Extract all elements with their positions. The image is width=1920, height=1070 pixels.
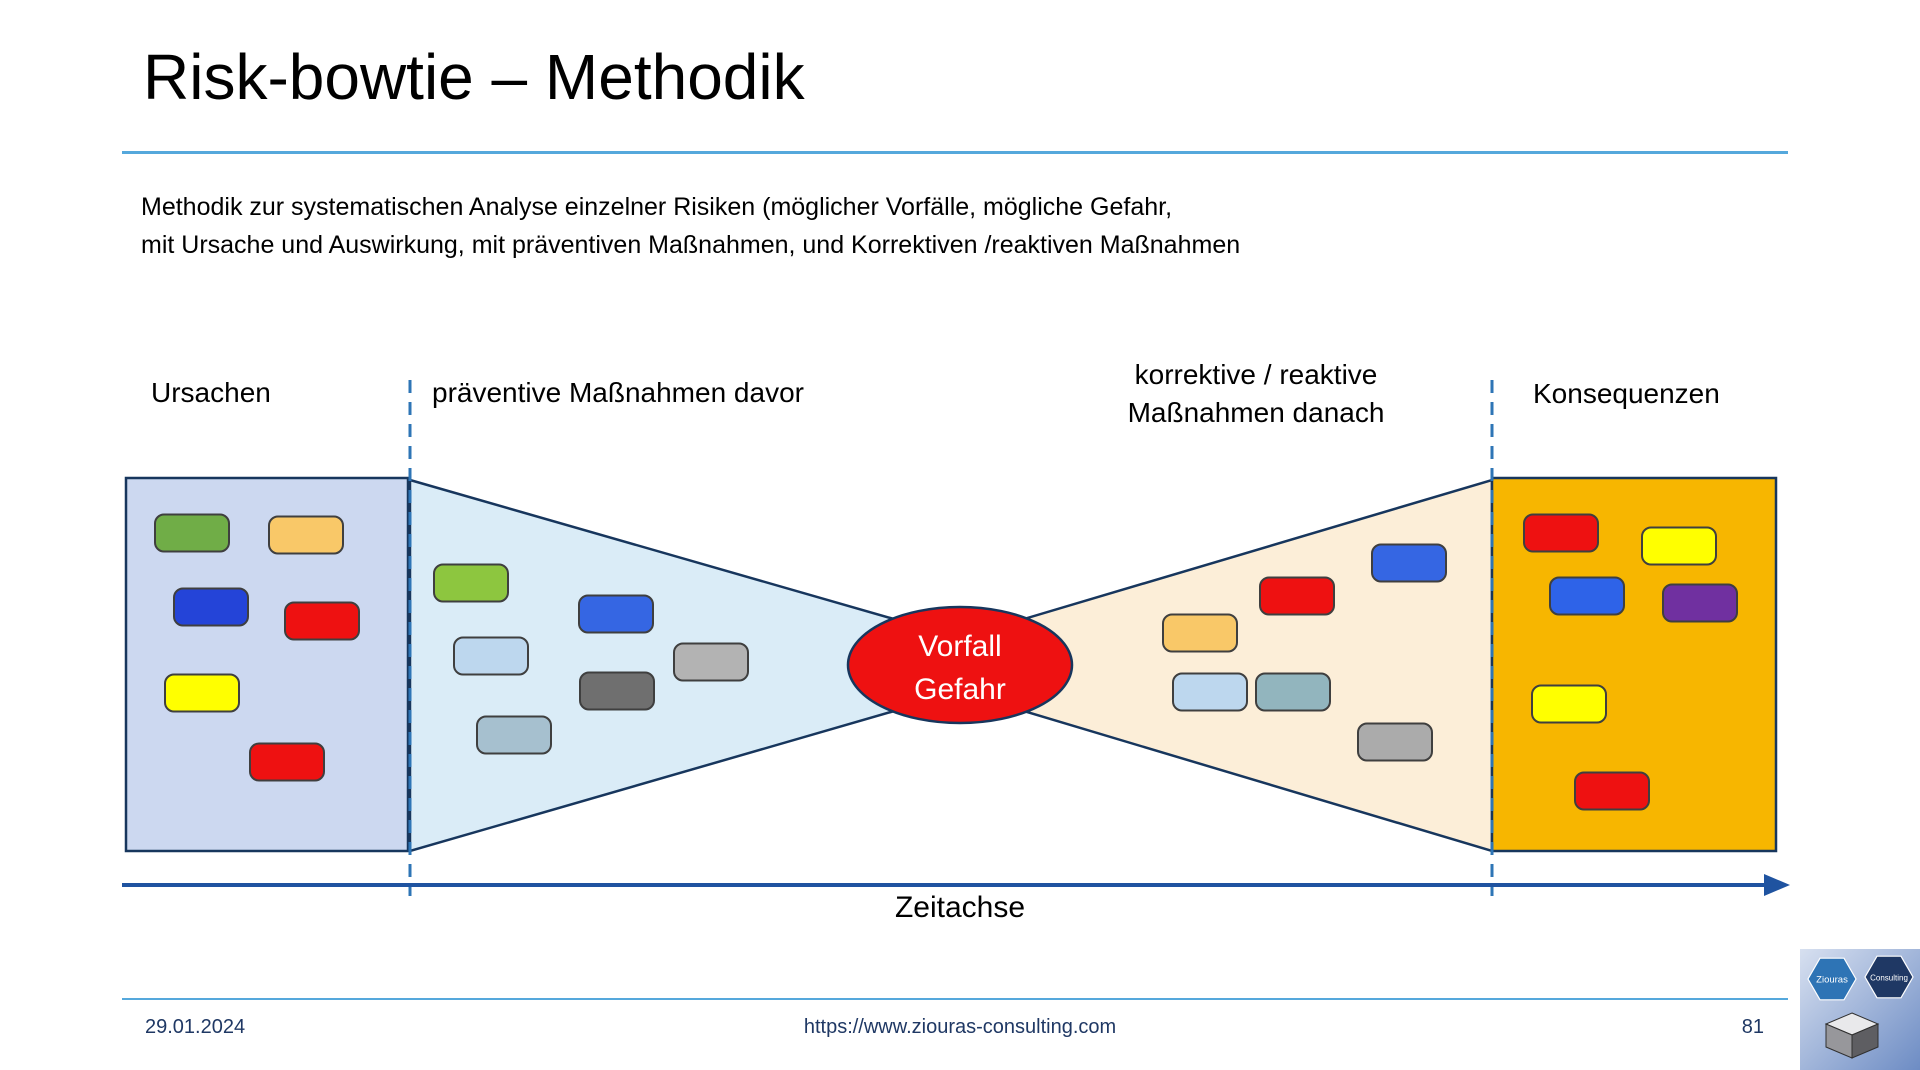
risk-item-causes bbox=[173, 587, 249, 627]
logo-hexagon-ziouras bbox=[1807, 957, 1857, 1001]
risk-item-corrective bbox=[1162, 613, 1238, 653]
risk-items-layer bbox=[154, 513, 1738, 811]
subtitle-line-2: mit Ursache und Auswirkung, mit präventi… bbox=[141, 231, 1241, 259]
risk-item-consequences bbox=[1641, 526, 1717, 566]
risk-item-causes bbox=[154, 513, 230, 553]
risk-item-preventive bbox=[578, 594, 654, 634]
risk-item-preventive bbox=[476, 715, 552, 755]
risk-item-causes bbox=[284, 601, 360, 641]
risk-item-corrective bbox=[1259, 576, 1335, 616]
event-label-line-2: Gefahr bbox=[914, 673, 1006, 706]
risk-item-consequences bbox=[1662, 583, 1738, 623]
risk-item-preventive bbox=[453, 636, 529, 676]
consequences-label: Konsequenzen bbox=[1533, 378, 1720, 409]
logo-text-consulting: Consulting bbox=[1870, 974, 1908, 983]
time-axis-arrowhead-icon bbox=[1764, 874, 1790, 896]
risk-item-preventive bbox=[579, 671, 655, 711]
causes-label: Ursachen bbox=[151, 377, 271, 408]
risk-item-consequences bbox=[1531, 684, 1607, 724]
risk-item-causes bbox=[164, 673, 240, 713]
subtitle: Methodik zur systematischen Analyse einz… bbox=[141, 188, 1240, 264]
corrective-label-line-2: Maßnahmen danach bbox=[1127, 397, 1385, 428]
logo-cube-icon bbox=[1824, 1012, 1880, 1059]
risk-item-consequences bbox=[1523, 513, 1599, 553]
event-label-line-1: Vorfall bbox=[918, 630, 1001, 663]
logo-text-ziouras: Ziouras bbox=[1816, 975, 1848, 986]
subtitle-line-1: Methodik zur systematischen Analyse einz… bbox=[141, 193, 1173, 221]
risk-item-corrective bbox=[1357, 722, 1433, 762]
risk-item-preventive bbox=[433, 563, 509, 603]
risk-item-corrective bbox=[1172, 672, 1248, 712]
footer-date: 29.01.2024 bbox=[145, 1016, 246, 1038]
logo-hexagon-consulting bbox=[1864, 955, 1914, 999]
risk-item-causes bbox=[268, 515, 344, 555]
ziouras-consulting-logo: Ziouras Consulting bbox=[1800, 949, 1920, 1070]
preventive-measures-label: präventive Maßnahmen davor bbox=[432, 377, 804, 408]
footer-divider bbox=[122, 998, 1788, 1000]
risk-item-consequences bbox=[1574, 771, 1650, 811]
risk-item-corrective bbox=[1371, 543, 1447, 583]
risk-item-corrective bbox=[1255, 672, 1331, 712]
risk-item-causes bbox=[249, 742, 325, 782]
corrective-label-line-1: korrektive / reaktive bbox=[1134, 359, 1378, 390]
time-axis-label: Zeitachse bbox=[894, 891, 1026, 924]
footer-url-link[interactable]: https://www.ziouras-consulting.com bbox=[803, 1016, 1117, 1038]
page-number: 81 bbox=[1741, 1016, 1764, 1038]
page-title: Risk-bowtie – Methodik bbox=[143, 41, 805, 113]
title-divider bbox=[122, 151, 1788, 154]
event-ellipse bbox=[846, 605, 1074, 725]
risk-item-consequences bbox=[1549, 576, 1625, 616]
risk-item-preventive bbox=[673, 642, 749, 682]
